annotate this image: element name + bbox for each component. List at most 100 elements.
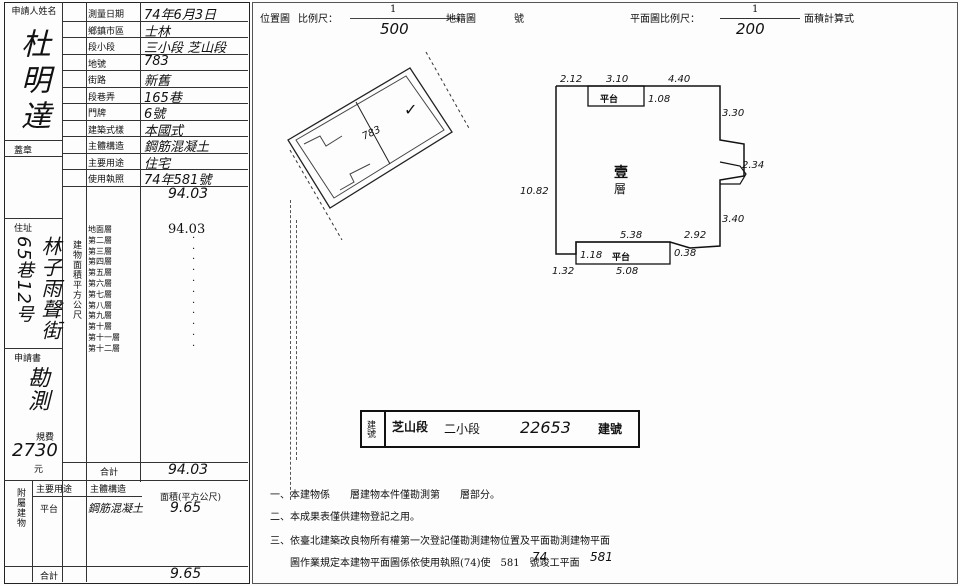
form-row-value: 三小段 芝山段 [144,41,227,56]
form-row-value: 74年6月3日 [144,8,217,23]
building-subsection: 二小段 [444,422,481,436]
note-3: 三、依臺北建築改良物所有權第一次登記僅勘測建物位置及平面勘測建物平面 [270,536,610,547]
floor-value: · [192,340,196,352]
form-row-label: 主體構造 [88,142,125,152]
floor-label: 第六層 [88,279,112,288]
annex-structure: 鋼筋混凝土 [88,502,143,515]
location-label: 位置圖 [260,14,290,25]
location-map [287,51,471,240]
floors-label: 建物面積平方公尺 [71,240,81,320]
dim-132: 1.32 [552,266,575,277]
floor-value: · [192,243,196,255]
left-form-border [4,2,250,584]
form-row-label: 段巷弄 [88,92,116,103]
annex-col-use: 主要用途 [36,485,73,495]
floor-label: 第二層 [88,235,112,245]
annex-col-structure: 主體構造 [90,485,127,495]
floor-value: · [192,232,196,244]
form-row-label: 使用執照 [88,175,125,185]
scale1-num: 1 [390,4,397,15]
annex-area: 9.65 [170,500,202,516]
applicant-name: 杜明達 [15,28,50,136]
map-num: 號 [514,14,524,25]
form-row-value: 165巷 [144,90,182,106]
dim-234: 2.34 [742,160,765,171]
dim-538: 5.38 [620,230,643,241]
surveyor-name: 勘測 [24,366,49,412]
building-prefix: 建號 [365,420,375,438]
form-row-value: 本國式 [144,123,184,139]
note-1: 一、本建物係 層建物本件僅勘測第 層部分。 [270,490,500,501]
form-row-value: 新舊 [144,74,171,89]
floor-plan [555,85,747,265]
annex-total: 9.65 [170,566,202,582]
form-row-value: 士林 [144,24,171,40]
scale1-label: 比例尺： [298,14,338,25]
form-row-label: 段小段 [88,43,116,53]
form-row-label: 建築式樣 [88,125,125,136]
floor-label: 第十層 [88,322,112,332]
floor-label: 第十二層 [88,343,120,353]
address-value: 65巷12号 [13,236,34,324]
area-total-top: 94.03 [168,185,209,202]
license-no: 581 [590,550,613,564]
floor-value: · [192,286,196,298]
form-row-value: 783 [144,53,169,69]
scale2-den: 200 [736,20,765,38]
building-number-box [360,410,640,448]
balcony-top-label: 平台 [600,95,619,105]
area-calc-label: 面積計算式 [804,14,854,25]
floor-value: · [192,276,196,287]
plan-floor-label-2: 層 [614,182,627,196]
form-row-label: 街路 [88,76,107,86]
note-4: 圖作業規定本建物平面圖係依使用執照(74)使 581 號竣工平面 [270,558,580,569]
floor-label: 第五層 [88,268,112,278]
floor-value: · [192,319,196,331]
annex-col-area: 面積(平方公尺) [160,493,222,503]
building-suffix: 建號 [598,422,623,436]
dim-440: 4.40 [668,74,691,85]
form-row-label: 測量日期 [88,10,125,20]
total-value: 94.03 [168,462,209,478]
drawing-border [252,2,958,584]
seal-label: 蓋章 [14,146,33,156]
floor-label: 第四層 [88,257,112,267]
fee-label: 規費 [36,433,55,443]
form-row-label: 主要用途 [88,158,125,169]
balcony-bottom-label: 平台 [612,253,631,263]
form-row-label: 門牌 [88,109,107,119]
annex-total-label: 合計 [40,572,59,582]
map-label: 地籍圖 [446,14,476,25]
annex-label: 附屬建物 [15,488,25,528]
dim-118: 1.18 [580,250,603,261]
dim-330: 3.30 [722,108,745,119]
plan-scale-label: 平面圖比例尺： [630,14,700,25]
form-row-value: 74年581號 [144,173,212,188]
dim-508: 5.08 [616,266,639,277]
license-year: 74 [532,550,548,564]
floor-value: · [192,265,196,277]
dim-212: 2.12 [560,74,583,85]
dim-340: 3.40 [722,214,745,225]
note-2: 二、本成果表僅供建物登記之用。 [270,512,420,523]
applicant-label: 申請人姓名 [11,7,57,17]
floor-label: 第九層 [88,311,112,321]
building-section: 芝山段 [392,420,429,434]
floor-label: 第八層 [88,300,112,310]
check-mark: ✓ [404,100,418,119]
form-row-label: 地號 [88,59,107,70]
surveyor-label: 申請書 [14,354,42,364]
address-extra: 林子雨聲街 [38,236,62,341]
dim-292: 2.92 [684,230,707,241]
fee-value: 2730 [12,440,58,461]
floor-value: · [192,330,196,341]
form-row-value: 鋼筋混凝土 [144,140,210,155]
address-label: 住址 [14,224,33,234]
total-label: 合計 [100,468,119,478]
form-row-label: 鄉鎮市區 [88,26,125,37]
floor-label: 地面層 [88,225,112,234]
scale1-den: 500 [380,20,409,38]
fee-unit: 元 [34,465,44,475]
annex-use: 平台 [40,505,59,515]
